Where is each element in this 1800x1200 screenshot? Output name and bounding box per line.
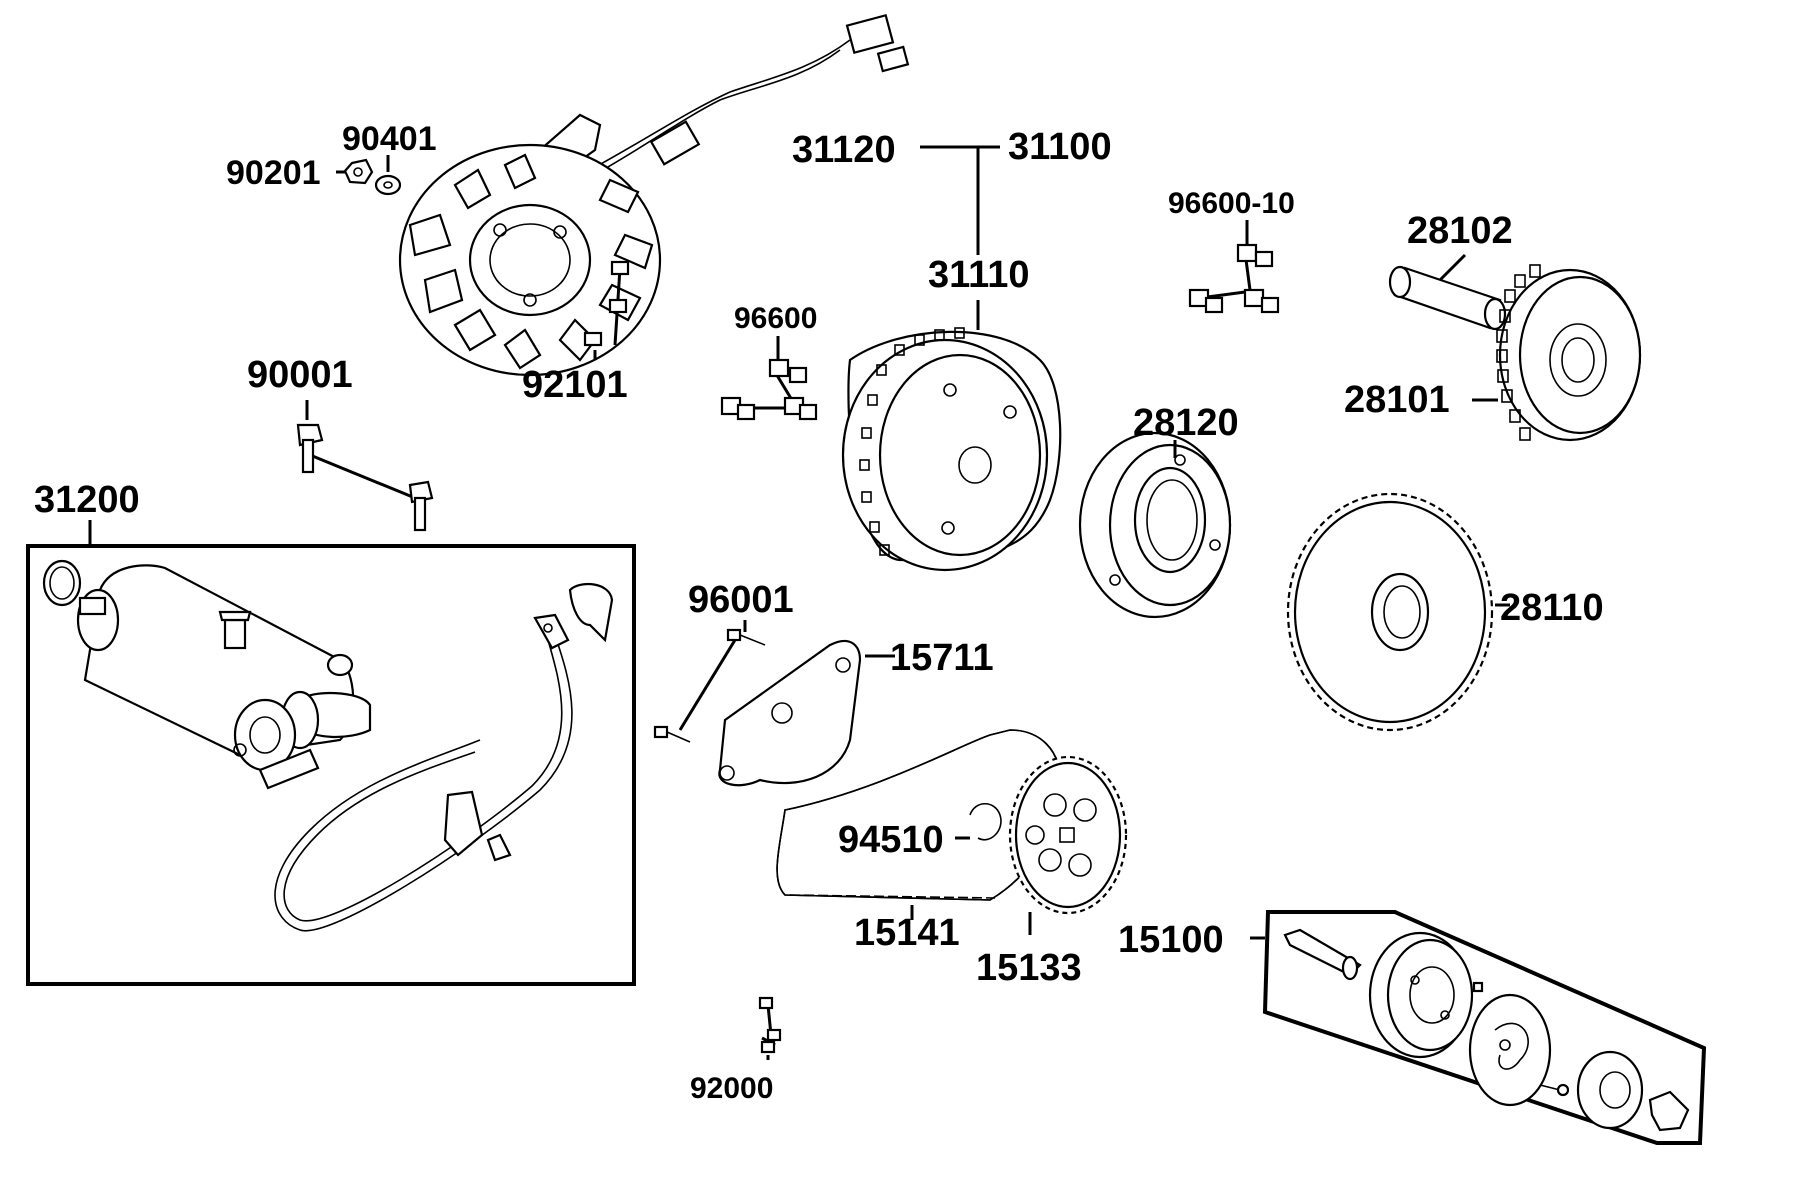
label-31100: 31100 [1008, 126, 1112, 168]
bolts-96600-10-icon [1188, 243, 1280, 314]
bolts-96600-icon [720, 358, 818, 421]
screws-92000-icon [758, 996, 782, 1054]
label-96001: 96001 [688, 579, 794, 621]
stator-coil-icon [398, 13, 910, 377]
label-15711: 15711 [890, 637, 994, 679]
label-96600: 96600 [734, 302, 817, 335]
gear-28101-icon [1496, 264, 1642, 442]
label-31120: 31120 [792, 129, 896, 171]
circlip-94510-icon [969, 802, 1002, 841]
label-90201: 90201 [226, 154, 321, 192]
label-31110: 31110 [928, 254, 1029, 296]
washer-90401-icon [374, 174, 402, 196]
label-28101: 28101 [1344, 379, 1450, 421]
label-15141: 15141 [854, 912, 960, 954]
starter-clutch-icon [1078, 431, 1232, 619]
starter-motor-icon [42, 559, 372, 790]
sprocket-icon [1008, 755, 1128, 915]
label-92000: 92000 [690, 1072, 773, 1105]
pin-28102-icon [1388, 265, 1507, 331]
flywheel-rotor-icon [841, 327, 1062, 572]
starter-cable-icon [274, 582, 614, 932]
starter-motor-kit-frame [26, 544, 636, 986]
oil-pump-icon [1283, 928, 1690, 1132]
bolts-90001-icon [296, 423, 434, 532]
nut-90201-icon [343, 158, 374, 185]
label-90401: 90401 [342, 120, 437, 158]
label-94510: 94510 [838, 819, 944, 861]
gear-28110-icon [1286, 492, 1494, 732]
oil-pump-kit-frame [1262, 910, 1707, 1145]
chain-guide-15711-icon [718, 639, 862, 787]
label-15133: 15133 [976, 947, 1082, 989]
label-31200: 31200 [34, 479, 140, 521]
label-90001: 90001 [247, 354, 353, 396]
label-96600-10: 96600-10 [1168, 187, 1295, 220]
label-28102: 28102 [1407, 210, 1513, 252]
label-28110: 28110 [1500, 587, 1604, 629]
label-15100: 15100 [1118, 919, 1224, 961]
screws-92101-icon [583, 260, 630, 347]
label-28120: 28120 [1133, 402, 1239, 444]
screws-96001-icon [653, 628, 766, 743]
label-92101: 92101 [522, 364, 628, 406]
leader-lines [88, 145, 1510, 1060]
